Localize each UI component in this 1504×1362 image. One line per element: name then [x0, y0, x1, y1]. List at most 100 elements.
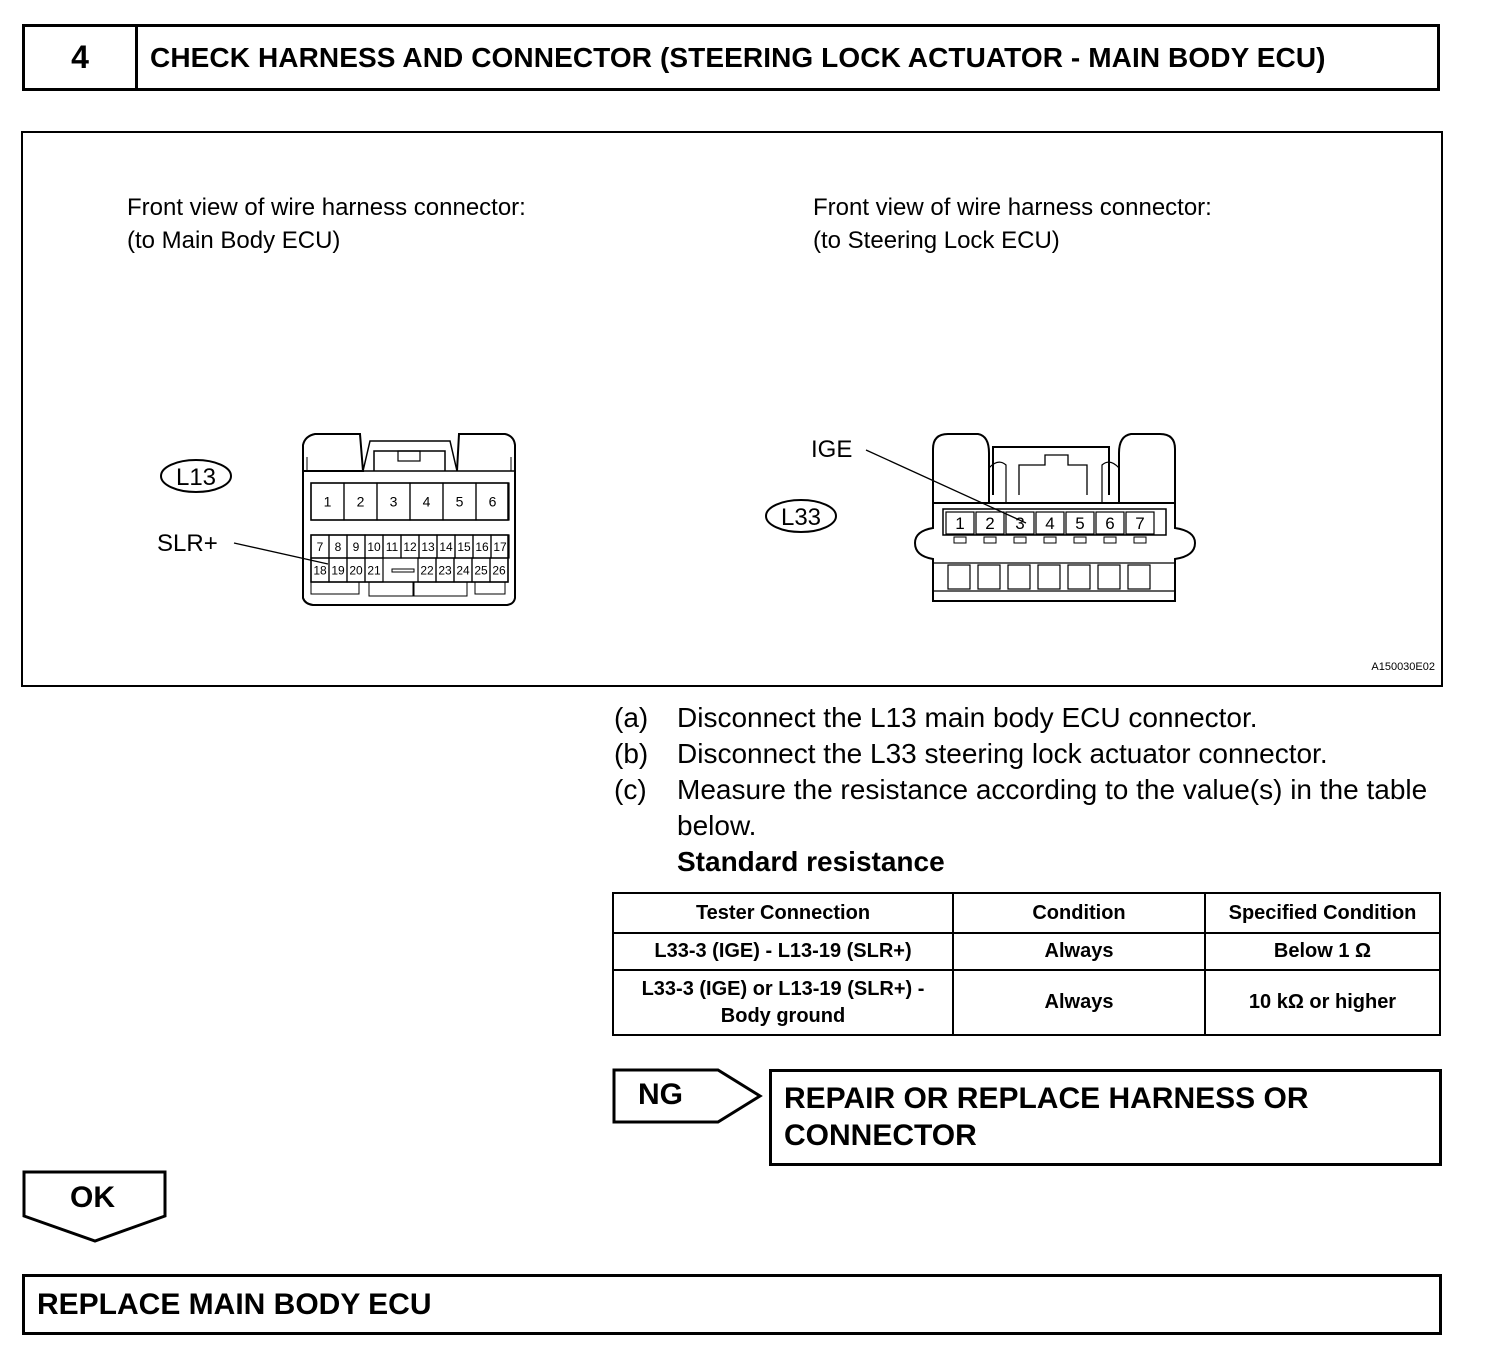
table-row: L33-3 (IGE) - L13-19 (SLR+) Always Below… — [612, 932, 1441, 971]
l33-pin-2-terminal — [983, 536, 997, 544]
l13-pin-13: 13 — [421, 540, 435, 554]
l13-pin-1: 1 — [324, 494, 332, 510]
final-action-text: REPLACE MAIN BODY ECU — [37, 1287, 432, 1321]
l13-pin-22: 22 — [420, 563, 434, 577]
l13-pin-14: 14 — [439, 540, 453, 554]
l33-latch-3 — [1007, 564, 1031, 590]
ng-arrow — [612, 1068, 763, 1124]
l33-latch-5 — [1067, 564, 1091, 590]
slr-plus-leader — [233, 542, 329, 565]
l33-latch-4 — [1037, 564, 1061, 590]
l13-pin-2: 2 — [357, 494, 365, 510]
figure-id: A150030E02 — [1371, 661, 1435, 673]
l13-pin-4: 4 — [423, 494, 431, 510]
l33-latch-6 — [1097, 564, 1121, 590]
step-b-letter: (b) — [614, 738, 649, 769]
l13-pin-9: 9 — [353, 540, 360, 554]
right-caption: Front view of wire harness connector: (t… — [813, 191, 1212, 257]
step-a: (a) Disconnect the L13 main body ECU con… — [614, 700, 1444, 736]
step-a-letter: (a) — [614, 702, 649, 733]
l13-pin-21-cell — [364, 557, 384, 583]
l13-pin-6-cell — [475, 482, 510, 521]
row2-connection-line2: Body ground — [720, 1004, 846, 1027]
slr-plus-label: SLR+ — [157, 530, 218, 557]
l13-pin-16: 16 — [475, 540, 489, 554]
l33-pin-1-terminal — [953, 536, 967, 544]
l13-pin-5: 5 — [456, 494, 464, 510]
l13-pin-19: 19 — [331, 563, 345, 577]
l13-pin-20: 20 — [349, 563, 363, 577]
table-header-row: Tester Connection Condition Specified Co… — [612, 892, 1441, 934]
l13-pin-8: 8 — [335, 540, 342, 554]
step-title: CHECK HARNESS AND CONNECTOR (STEERING LO… — [150, 41, 1326, 73]
table-row: L33-3 (IGE) or L13-19 (SLR+) - Body grou… — [612, 969, 1441, 1036]
l13-pin-3: 3 — [390, 494, 398, 510]
right-caption-line1: Front view of wire harness connector: — [813, 194, 1212, 221]
l13-pin-25: 25 — [474, 563, 488, 577]
l13-pin-10: 10 — [367, 540, 381, 554]
ng-label: NG — [638, 1078, 683, 1111]
l13-pin-24: 24 — [456, 563, 470, 577]
step-a-text: Disconnect the L13 main body ECU connect… — [677, 702, 1258, 733]
l13-pin-23: 23 — [438, 563, 452, 577]
resistance-table: Tester Connection Condition Specified Co… — [612, 892, 1441, 1036]
instruction-steps: (a) Disconnect the L13 main body ECU con… — [614, 700, 1444, 880]
row2-condition: Always — [952, 969, 1206, 1036]
l33-latch-7 — [1127, 564, 1151, 590]
l33-pin-3-cell — [1005, 511, 1035, 535]
standard-resistance-title: Standard resistance — [677, 846, 945, 877]
l13-pin-12: 12 — [403, 540, 417, 554]
l33-pin-6: 6 — [1105, 514, 1114, 533]
row2-connection: L33-3 (IGE) or L13-19 (SLR+) - Body grou… — [612, 969, 954, 1036]
ok-arrow — [22, 1170, 167, 1243]
right-caption-line2: (to Steering Lock ECU) — [813, 227, 1060, 254]
header-tester-connection: Tester Connection — [612, 892, 954, 934]
l33-pin-4-cell — [1035, 511, 1065, 535]
l33-connector-id: L33 — [781, 504, 821, 531]
row2-connection-line1: L33-3 (IGE) or L13-19 (SLR+) - — [641, 977, 925, 1000]
l13-connector-id: L13 — [176, 464, 216, 491]
l33-pin-3: 3 — [1015, 514, 1024, 533]
final-action-box: REPLACE MAIN BODY ECU — [22, 1274, 1442, 1335]
step-b-text: Disconnect the L33 steering lock actuato… — [677, 738, 1328, 769]
l13-pin-7: 7 — [317, 540, 324, 554]
l33-pin-7: 7 — [1135, 514, 1144, 533]
l13-pin-21: 21 — [367, 563, 381, 577]
left-caption-line2: (to Main Body ECU) — [127, 227, 341, 254]
header-specified-condition: Specified Condition — [1204, 892, 1441, 934]
l13-pin-26-cell — [489, 557, 509, 583]
left-caption-line1: Front view of wire harness connector: — [127, 194, 526, 221]
l33-pin-5: 5 — [1075, 514, 1084, 533]
step-number: 4 — [25, 27, 138, 88]
l13-pin-11: 11 — [386, 540, 399, 554]
row2-spec: 10 kΩ or higher — [1204, 969, 1441, 1036]
l33-pin-6-cell — [1095, 511, 1125, 535]
connector-figure: Front view of wire harness connector: (t… — [21, 131, 1443, 687]
row1-connection: L33-3 (IGE) - L13-19 (SLR+) — [612, 932, 954, 971]
ige-leader — [865, 449, 1027, 524]
l33-latch-2 — [977, 564, 1001, 590]
l33-pin-5-terminal — [1073, 536, 1087, 544]
l33-pin-5-cell — [1065, 511, 1095, 535]
ige-label: IGE — [811, 436, 852, 463]
l33-latch-1 — [947, 564, 971, 590]
l33-pin-2-cell — [975, 511, 1005, 535]
l13-pin-26: 26 — [492, 563, 506, 577]
l33-pin-1: 1 — [955, 514, 964, 533]
l33-pin-7-terminal — [1133, 536, 1147, 544]
l33-pin-4-terminal — [1043, 536, 1057, 544]
l33-pin-3-terminal — [1013, 536, 1027, 544]
header-condition: Condition — [952, 892, 1206, 934]
step-c-letter: (c) — [614, 774, 647, 805]
step-c: (c) Measure the resistance according to … — [614, 772, 1444, 844]
l33-pin-1-cell — [945, 511, 975, 535]
ng-result-box: REPAIR OR REPLACE HARNESS OR CONNECTOR — [769, 1069, 1442, 1166]
l13-pin-6: 6 — [489, 494, 497, 510]
row1-spec: Below 1 Ω — [1204, 932, 1441, 971]
ok-label: OK — [70, 1181, 115, 1214]
l13-pin-15: 15 — [457, 540, 471, 554]
left-caption: Front view of wire harness connector: (t… — [127, 191, 526, 257]
